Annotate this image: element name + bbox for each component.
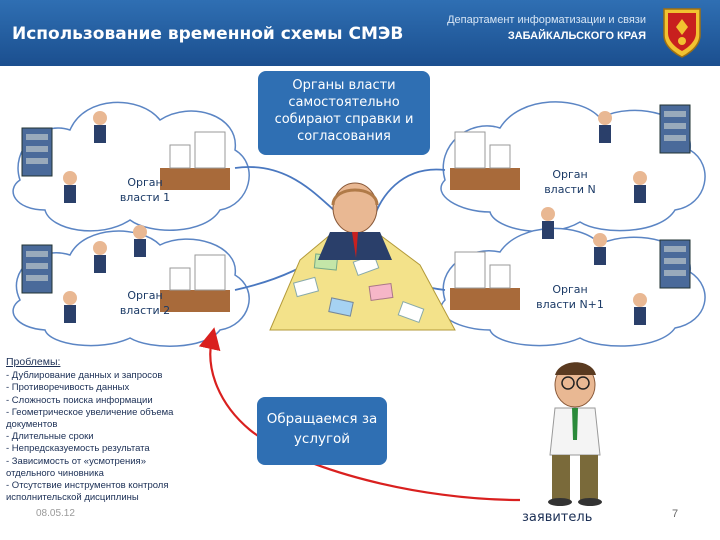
callout-service-line: услугой (293, 431, 351, 447)
agency-label-line: власти N+1 (536, 298, 604, 311)
problem-item: - Зависимость от «усмотрения» отдельного… (6, 455, 146, 479)
agency-label-line: власти 1 (119, 191, 171, 204)
problem-item: - Противоречивость данных (6, 382, 130, 394)
problem-item: - Дублирование данных и запросов (6, 370, 163, 382)
agency-label-n: Орган власти N (535, 167, 605, 197)
desk-agency-n1 (450, 251, 520, 310)
coat-of-arms-icon (663, 8, 701, 58)
applicant-label: заявитель (522, 510, 593, 525)
official-figure (318, 182, 392, 260)
callout-request-service: Обращаемся за услугой (257, 397, 387, 465)
org-name-line1: Департамент информатизации и связи (447, 14, 646, 26)
callout-service-line: Обращаемся за (266, 411, 378, 427)
callout-top-line: самостоятельно (288, 95, 400, 110)
server-icon-n (659, 104, 691, 154)
agency-label-1: Орган власти 1 (110, 175, 180, 205)
agency-label-line: Орган (127, 176, 163, 189)
callout-top-line: собирают справки и (274, 112, 414, 127)
page-number: 7 (672, 508, 679, 520)
problems-list: Проблемы: - Дублирование данных и запрос… (6, 356, 232, 504)
problem-item: - Длительные сроки (6, 431, 94, 443)
problem-item: - Непредсказуемость результата (6, 443, 150, 455)
desk-agency-n (450, 131, 520, 190)
server-icon-n1 (659, 239, 691, 289)
server-icon-2 (21, 244, 53, 294)
agency-label-line: Орган (552, 168, 588, 181)
problem-item: - Отсутствие инструментов контроля испол… (6, 480, 169, 504)
agency-label-line: власти 2 (119, 304, 171, 317)
problem-item: - Сложность поиска информации (6, 394, 153, 406)
page-title: Использование временной схемы СМЭВ (12, 24, 404, 44)
applicant-figure (548, 362, 602, 506)
callout-top-line: Органы власти (292, 78, 396, 93)
org-name-line2: ЗАБАЙКАЛЬСКОГО КРАЯ (507, 30, 646, 42)
callout-agencies-collect: Органы власти самостоятельно собирают сп… (258, 71, 430, 155)
problem-item: - Геометрическое увеличение объема докум… (6, 406, 174, 431)
paper-pile-center (269, 234, 456, 331)
clerk-figures (63, 111, 647, 325)
header-bar: Использование временной схемы СМЭВ Депар… (0, 0, 720, 66)
slide-date: 08.05.12 (36, 508, 75, 519)
agency-label-n1: Орган власти N+1 (525, 282, 615, 312)
agency-label-line: Орган (552, 283, 588, 296)
agency-label-2: Орган власти 2 (110, 288, 180, 318)
server-icon-1 (21, 127, 53, 177)
agency-label-line: власти N (544, 183, 596, 196)
desk-agency-2 (160, 254, 230, 312)
problems-title: Проблемы: (6, 356, 61, 368)
desk-agency-1 (160, 131, 230, 190)
callout-top-line: согласования (297, 129, 391, 144)
agency-label-line: Орган (127, 289, 163, 302)
